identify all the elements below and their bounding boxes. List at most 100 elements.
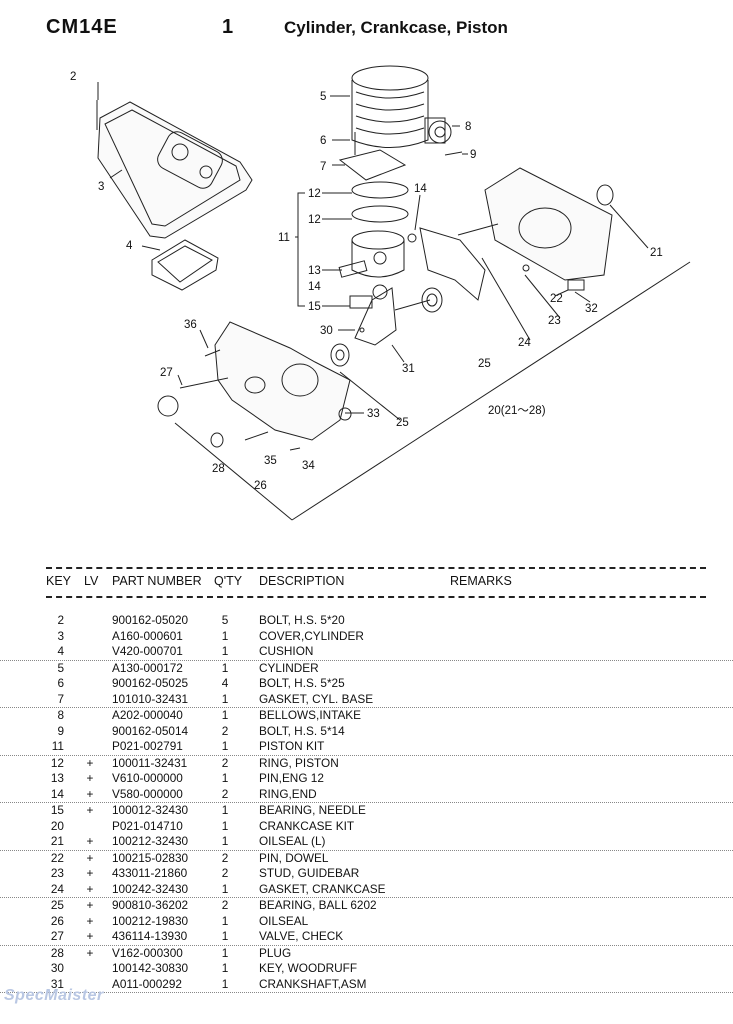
part-number: 900162-05014 xyxy=(112,723,189,738)
part-key: 28 xyxy=(50,945,64,960)
callout: 34 xyxy=(302,460,315,472)
part-quantity: 1 xyxy=(221,771,229,785)
part-description: KEY, WOODRUFF xyxy=(259,961,358,975)
exploded-parts-diagram: 2 3 4 5 6 7 8 9 11 12 12 13 14 14 15 21 … xyxy=(70,65,691,521)
part-description: BELLOWS,INTAKE xyxy=(259,708,362,722)
part-key: 14 xyxy=(50,786,64,801)
callout: 21 xyxy=(650,247,663,259)
callout: 15 xyxy=(308,301,321,313)
part-quantity: 1 xyxy=(221,976,229,991)
part-quantity: 4 xyxy=(221,676,229,690)
col-qty: Q'TY xyxy=(214,574,243,588)
part-level: + xyxy=(86,898,94,912)
callout: 31 xyxy=(402,363,415,375)
part-quantity: 1 xyxy=(221,818,229,833)
part-description: BEARING, NEEDLE xyxy=(259,803,366,817)
part-number: A130-000172 xyxy=(112,660,183,675)
callout: 3 xyxy=(98,181,104,193)
diagram-callouts: 2 3 4 5 6 7 8 9 11 12 12 13 14 14 15 21 … xyxy=(70,71,663,492)
part-quantity: 2 xyxy=(221,723,229,738)
part-quantity: 1 xyxy=(221,739,229,753)
watermark-logo: SpecMaister xyxy=(4,987,104,1004)
part-level: + xyxy=(86,913,94,928)
callout: 6 xyxy=(320,135,326,147)
part-number: 900810-36202 xyxy=(112,898,189,912)
callout: 22 xyxy=(550,293,563,305)
callout: 4 xyxy=(126,240,133,252)
part-quantity: 2 xyxy=(221,850,229,865)
section-number: 1 xyxy=(222,16,234,38)
part-quantity: 1 xyxy=(221,929,229,943)
part-key: 20 xyxy=(50,818,64,833)
part-description: GASKET, CYL. BASE xyxy=(259,691,374,706)
part-description: BOLT, H.S. 5*14 xyxy=(259,723,345,738)
part-level: + xyxy=(86,866,94,880)
part-key: 12 xyxy=(50,755,64,770)
part-number: 101010-32431 xyxy=(112,691,189,706)
part-description: RING,END xyxy=(259,786,317,801)
part-level: + xyxy=(86,945,94,960)
callout: 11 xyxy=(278,232,290,244)
part-key: 30 xyxy=(50,961,64,975)
part-key: 11 xyxy=(51,739,64,753)
callout: 32 xyxy=(585,303,598,315)
callout: 23 xyxy=(548,315,561,327)
callout: 12 xyxy=(308,188,321,200)
table-row: 23 +433011-21860 2 STUD, GUIDEBAR xyxy=(0,866,733,882)
part-level: + xyxy=(86,803,94,817)
col-description: DESCRIPTION xyxy=(259,574,345,588)
callout: 7 xyxy=(320,161,326,173)
part-number: 100215-02830 xyxy=(112,850,189,865)
part-key: 7 xyxy=(57,691,64,706)
part-key: 23 xyxy=(50,866,64,880)
part-number: 100012-32430 xyxy=(112,803,189,817)
callout: 12 xyxy=(308,214,321,226)
callout: 35 xyxy=(264,455,277,467)
callout: 20(21～28) xyxy=(488,405,546,417)
part-description: BEARING, BALL 6202 xyxy=(259,898,377,912)
part-description: PIN,ENG 12 xyxy=(259,771,324,785)
table-header-rule xyxy=(46,596,706,598)
part-key: 2 xyxy=(57,613,64,627)
part-number: 433011-21860 xyxy=(112,866,188,880)
part-number: A011-000292 xyxy=(112,976,182,991)
model-code: CM14E xyxy=(46,16,118,38)
part-key: 15 xyxy=(50,803,64,817)
part-number: 100212-19830 xyxy=(112,913,189,928)
table-top-rule xyxy=(46,567,706,569)
part-description: COVER,CYLINDER xyxy=(259,628,364,643)
part-description: OILSEAL xyxy=(259,913,309,928)
part-description: GASKET, CRANKCASE xyxy=(259,881,386,896)
part-key: 3 xyxy=(57,628,64,643)
callout: 24 xyxy=(518,337,531,349)
part-description: PIN, DOWEL xyxy=(259,850,329,865)
callout: 2 xyxy=(70,71,76,83)
part-key: 8 xyxy=(57,708,64,722)
part-description: RING, PISTON xyxy=(259,755,339,770)
part-level: + xyxy=(86,929,94,943)
part-key: 4 xyxy=(57,644,64,658)
table-row: 15 +100012-32430 1 BEARING, NEEDLE xyxy=(0,803,733,819)
part-quantity: 1 xyxy=(221,803,229,817)
part-quantity: 1 xyxy=(221,628,229,643)
part-key: 24 xyxy=(50,881,64,896)
part-quantity: 2 xyxy=(221,866,229,880)
part-description: STUD, GUIDEBAR xyxy=(259,866,360,880)
part-level: + xyxy=(86,850,94,865)
part-description: CUSHION xyxy=(259,644,314,658)
part-number: V580-000000 xyxy=(112,786,183,801)
callout: 25 xyxy=(396,417,409,429)
part-quantity: 1 xyxy=(221,834,229,848)
col-part-number: PART NUMBER xyxy=(112,574,202,588)
callout: 25 xyxy=(478,358,491,370)
